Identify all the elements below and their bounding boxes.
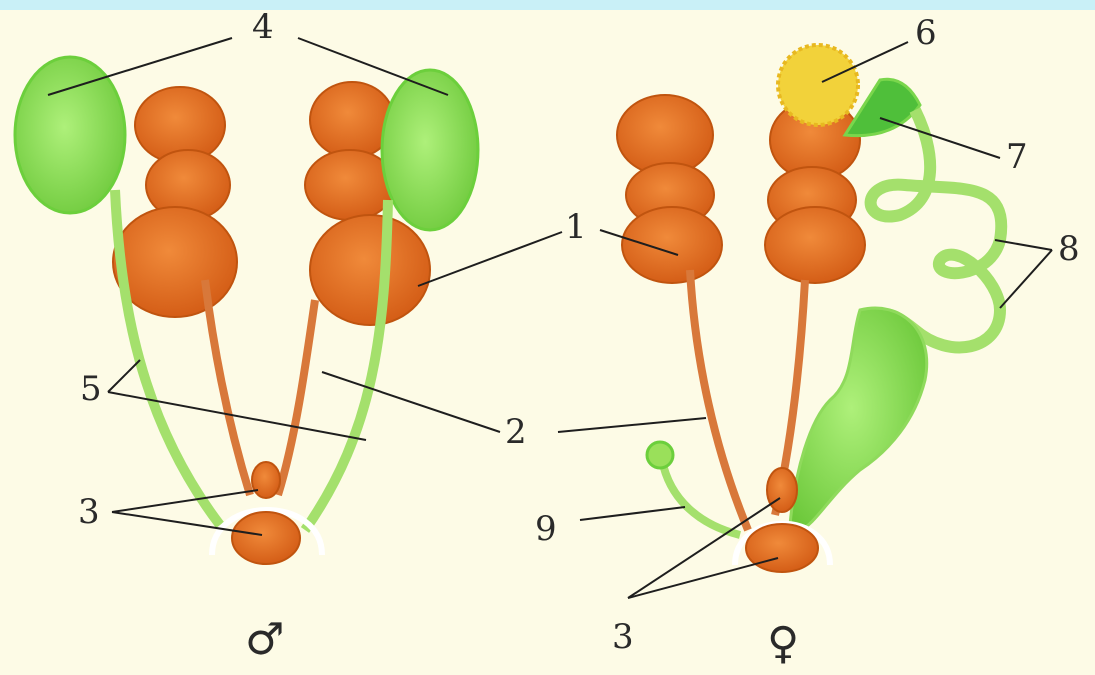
label-3-male: 3 <box>78 495 100 529</box>
label-4: 4 <box>252 10 274 44</box>
female-symbol: ♀ <box>767 622 799 666</box>
shell-gland <box>790 308 927 530</box>
female-left-ureter <box>690 270 748 530</box>
male-left-testis <box>15 57 125 213</box>
male-symbol: ♂ <box>245 618 284 662</box>
label-8: 8 <box>1058 232 1080 266</box>
label-3-female: 3 <box>612 620 634 654</box>
label-6: 6 <box>915 16 937 50</box>
male-right-testis <box>382 70 478 230</box>
female-left-kidney <box>617 95 722 283</box>
male-left-kidney <box>113 87 237 317</box>
male-right-ureter <box>278 300 315 495</box>
male-system <box>15 57 478 564</box>
label-1: 1 <box>565 210 587 244</box>
label-2: 2 <box>505 415 527 449</box>
label-7: 7 <box>1006 140 1028 174</box>
female-system <box>617 45 1001 572</box>
label-5: 5 <box>80 372 102 406</box>
ovary <box>778 45 858 125</box>
label-9: 9 <box>535 512 557 546</box>
male-left-ureter <box>205 280 250 495</box>
